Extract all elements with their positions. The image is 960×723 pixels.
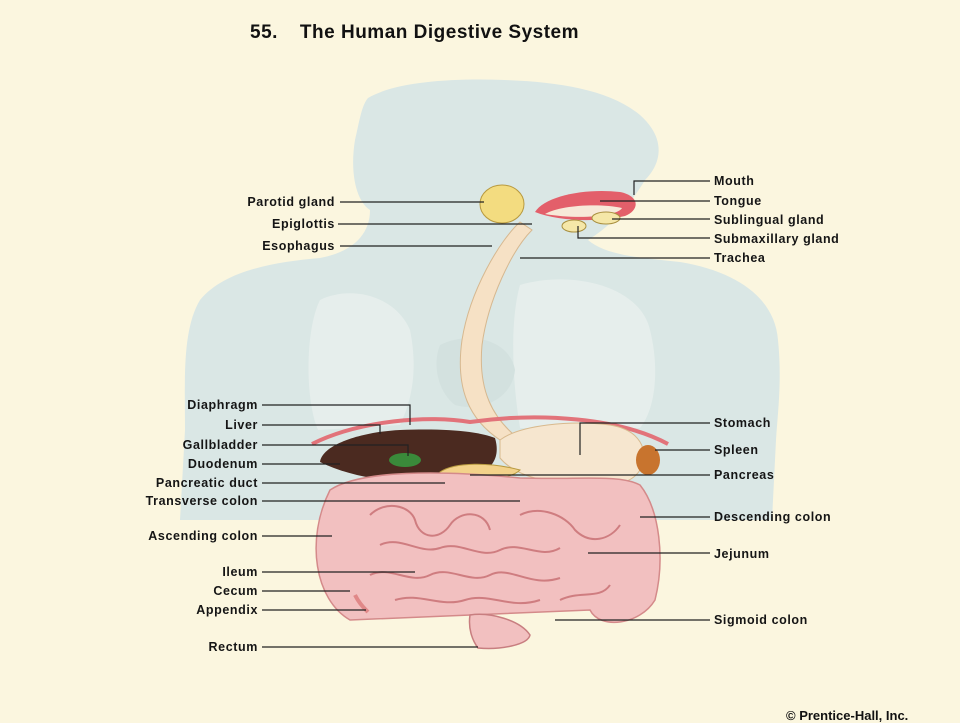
parotid-gland-shape bbox=[479, 184, 525, 224]
label-duodenum: Duodenum bbox=[187, 457, 258, 471]
spleen-shape bbox=[636, 445, 660, 475]
label-pancreas: Pancreas bbox=[714, 468, 775, 482]
label-tongue: Tongue bbox=[714, 194, 762, 208]
label-pancreatic-duct: Pancreatic duct bbox=[155, 476, 258, 490]
label-sublingual-gland: Sublingual gland bbox=[714, 213, 825, 227]
label-spleen: Spleen bbox=[714, 443, 759, 457]
label-jejunum: Jejunum bbox=[714, 547, 770, 561]
page-title: 55. The Human Digestive System bbox=[250, 22, 579, 44]
label-gallbladder: Gallbladder bbox=[182, 438, 258, 452]
label-liver: Liver bbox=[225, 418, 258, 432]
label-trachea: Trachea bbox=[714, 251, 766, 265]
label-submaxillary-gland: Submaxillary gland bbox=[714, 232, 840, 246]
label-diaphragm: Diaphragm bbox=[187, 398, 258, 412]
label-parotid-gland: Parotid gland bbox=[247, 195, 335, 209]
label-mouth: Mouth bbox=[714, 174, 755, 188]
large-intestine-shape bbox=[315, 472, 661, 624]
copyright-text: © Prentice-Hall, Inc. bbox=[786, 708, 909, 723]
label-sigmoid-colon: Sigmoid colon bbox=[714, 613, 808, 627]
sublingual-gland-shape bbox=[591, 211, 621, 225]
title-text: The Human Digestive System bbox=[299, 22, 580, 43]
label-rectum: Rectum bbox=[208, 640, 258, 654]
right-lung bbox=[513, 279, 656, 428]
label-descending-colon: Descending colon bbox=[714, 510, 832, 524]
label-transverse-colon: Transverse colon bbox=[145, 494, 258, 508]
diaphragm-shape bbox=[311, 415, 669, 446]
appendix-shape bbox=[353, 594, 370, 614]
rectum-shape bbox=[468, 613, 531, 650]
label-cecum: Cecum bbox=[213, 584, 258, 598]
label-appendix: Appendix bbox=[196, 603, 258, 617]
label-ileum: Ileum bbox=[222, 565, 258, 579]
small-intestine-coils bbox=[369, 505, 621, 605]
leader-lines bbox=[262, 180, 710, 648]
label-epiglottis: Epiglottis bbox=[272, 217, 335, 231]
submaxillary-gland-shape bbox=[561, 219, 587, 233]
gallbladder-shape bbox=[389, 453, 421, 467]
left-lung bbox=[308, 293, 414, 430]
label-ascending-colon: Ascending colon bbox=[148, 529, 258, 543]
label-stomach: Stomach bbox=[714, 416, 771, 430]
title-number: 55. bbox=[250, 22, 278, 43]
label-esophagus: Esophagus bbox=[262, 239, 335, 253]
